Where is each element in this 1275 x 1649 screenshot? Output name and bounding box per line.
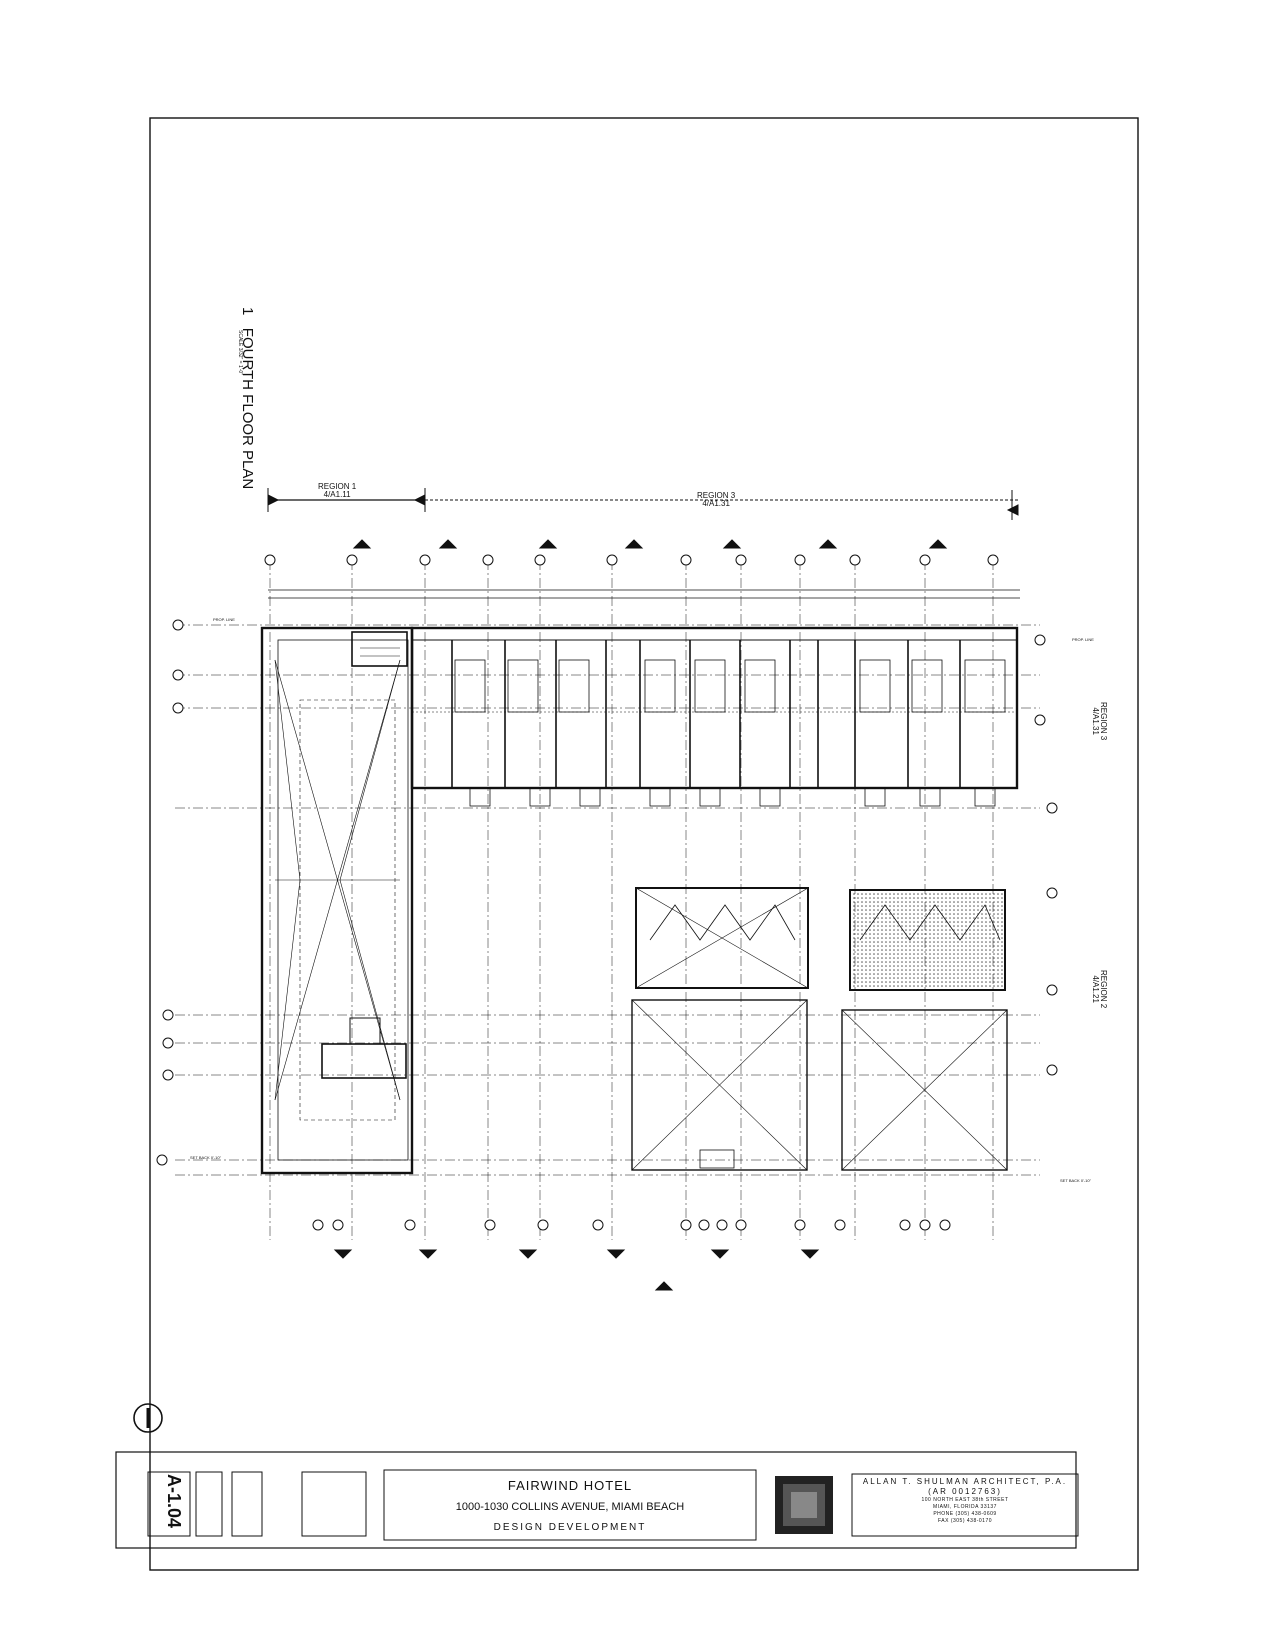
architect-block: ALLAN T. SHULMAN ARCHITECT, P.A. (AR 001… (852, 1477, 1078, 1525)
region-1-label: REGION 1 4/A1.11 (318, 482, 357, 499)
prop-line-label-right: PROP. LINE (1072, 637, 1094, 642)
region-3-label-right: REGION 3 4/A1.31 (1091, 702, 1108, 741)
title-block-frame (115, 1451, 1077, 1549)
drawing-scale: SCALE 3/32" = 1'-0" (237, 330, 243, 375)
setback-label-right: SET BACK 0'-10" (1060, 1178, 1092, 1183)
drawing-number: 1 (239, 307, 256, 316)
architect-street: 100 NORTH EAST 38th STREET (921, 1497, 1009, 1503)
sheet-number: A-1.04 (164, 1474, 184, 1529)
project-address: 1000-1030 COLLINS AVENUE, MIAMI BEACH (455, 1501, 685, 1513)
architect-phone: PHONE (305) 438-0609 (933, 1511, 997, 1517)
architect-name: ALLAN T. SHULMAN ARCHITECT, P.A. (862, 1477, 1068, 1486)
sheet-border (149, 117, 1139, 1571)
plan-linework (133, 488, 1058, 1433)
prop-line-label: PROP. LINE (213, 617, 235, 622)
setback-label: SET BACK 0'-10" (190, 1155, 222, 1160)
region-2-label: REGION 2 4/A1.21 (1091, 970, 1108, 1009)
project-phase: DESIGN DEVELOPMENT (493, 1522, 647, 1533)
architect-city: MIAMI, FLORIDA 33137 (933, 1504, 997, 1510)
architect-fax: FAX (305) 438-0170 (937, 1518, 993, 1524)
region-3-label-top: REGION 3 4/A1.31 (697, 491, 736, 508)
architect-license: (AR 0012763) (928, 1487, 1002, 1496)
project-name: FAIRWIND HOTEL (507, 1478, 633, 1493)
